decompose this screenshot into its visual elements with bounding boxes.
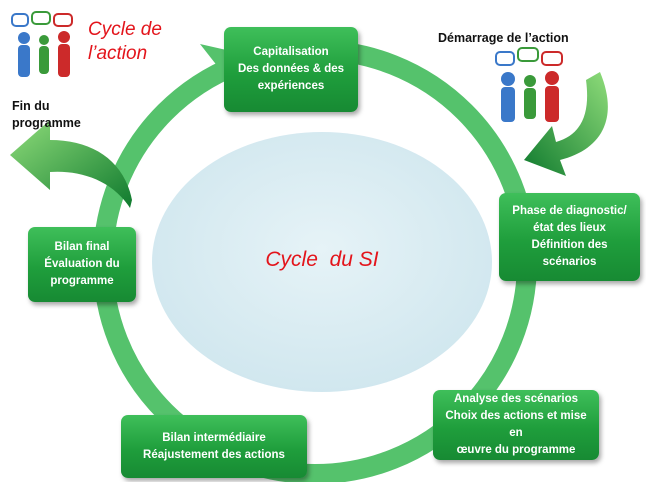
- step-line: état des lieux: [533, 222, 606, 234]
- step-line: Choix des actions et mise en: [445, 410, 587, 439]
- people-talking-icon: [8, 10, 84, 80]
- people-talking-icon: [492, 46, 572, 124]
- center-label: Cycle du SI: [265, 248, 379, 271]
- start-arrow: [524, 72, 608, 176]
- step-line: Phase de diagnostic/: [512, 205, 627, 217]
- end-label-line2: programme: [12, 116, 81, 130]
- corner-title-line2: l’action: [88, 43, 148, 64]
- corner-title: Cycle de l’action: [88, 18, 162, 66]
- end-label-line1: Fin du: [12, 99, 50, 113]
- step-bilan-intermediaire: Bilan intermédiaire Réajustement des act…: [121, 415, 307, 478]
- step-capitalisation: Capitalisation Des données & des expérie…: [224, 27, 358, 112]
- ring-arrowhead: [200, 44, 244, 72]
- corner-title-line1: Cycle de: [88, 19, 162, 40]
- step-diagnostic: Phase de diagnostic/ état des lieux Défi…: [499, 193, 640, 281]
- step-line: Capitalisation: [253, 46, 329, 58]
- step-bilan-final: Bilan final Évaluation du programme: [28, 227, 136, 302]
- end-arrow: [10, 120, 132, 208]
- step-line: programme: [50, 275, 114, 287]
- step-line: Évaluation du: [44, 258, 120, 270]
- step-line: Réajustement des actions: [143, 448, 285, 461]
- step-line: Bilan final: [54, 241, 110, 253]
- step-line: Bilan intermédiaire: [162, 431, 266, 444]
- step-line: Définition des scénarios: [531, 239, 608, 268]
- step-line: Analyse des scénarios: [453, 393, 578, 405]
- step-analyse: Analyse des scénarios Choix des actions …: [433, 390, 599, 460]
- center-ellipse: [152, 132, 492, 392]
- end-label: Fin du programme: [12, 98, 81, 132]
- step-line: œuvre du programme: [456, 444, 576, 456]
- start-label: Démarrage de l’action: [438, 31, 569, 45]
- step-line: expériences: [257, 80, 325, 92]
- step-line: Des données & des: [237, 63, 345, 75]
